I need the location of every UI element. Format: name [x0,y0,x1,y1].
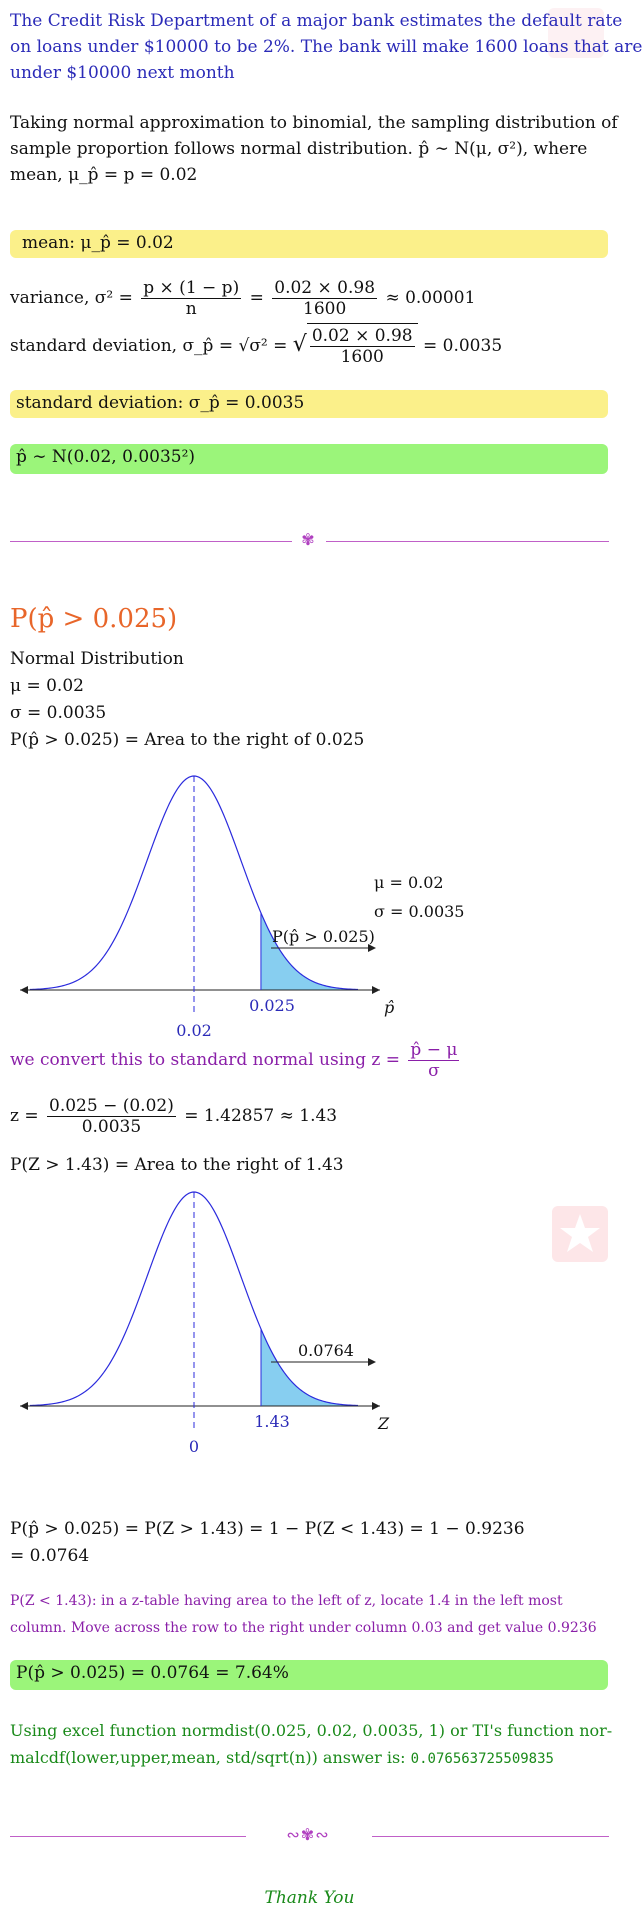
excel-value: 0.076563725509835 [410,1751,554,1767]
answer-box-text: P(p̂ > 0.025) = 0.0764 = 7.64% [16,1663,289,1683]
excel-line-2: malcdf(lower,upper,mean, std/sqrt(n)) an… [10,1745,554,1772]
sqrt-sign-icon: √ [292,332,307,357]
divider-left [10,541,292,542]
chart2-shaded-area [261,1329,358,1406]
watermark-star-icon [552,1206,608,1262]
chart2-tick-mean: 0 [189,1437,199,1456]
variance-frac1-den: n [185,299,197,319]
convert-den: σ [428,1061,440,1081]
divider-flower-icon: ✾ [301,530,315,549]
intro-line-3: under $10000 next month [10,63,235,83]
sd-box: standard deviation: σ_p̂ = 0.0035 [10,390,608,418]
zcalc-num: 0.025 − (0.02) [47,1096,176,1117]
chart2-axis-arrow-right [372,1402,380,1410]
sd-result: = 0.0035 [423,336,503,356]
chart1-tick-shade: 0.025 [249,996,295,1015]
prob-line-1: P(p̂ > 0.025) = P(Z > 1.43) = 1 − P(Z < … [10,1519,525,1539]
divider2-right [372,1836,609,1837]
z-area-line: P(Z > 1.43) = Area to the right of 1.43 [10,1155,344,1175]
standard-normal-chart: 0.0764 0 1.43 Z [20,1191,390,1456]
distribution-box-text: p̂ ∼ N(0.02, 0.0035²) [16,447,196,467]
chart1-shaded-area [260,912,358,990]
divider-ornament-icon: ∾✾∾ [286,1825,330,1844]
variance-formula: variance, σ² = p × (1 − p)n = 0.02 × 0.9… [10,278,475,319]
chart1-axis-arrow-left [20,986,28,994]
sd-lhs: standard deviation, σ_p̂ = √σ² = [10,336,288,356]
sd-frac-num: 0.02 × 0.98 [309,326,415,347]
divider-right [326,541,609,542]
normal-curve-chart: P(p̂ > 0.025) μ = 0.02 σ = 0.0035 0.02 0… [20,775,464,1040]
variance-frac1-num: p × (1 − p) [141,278,242,299]
approx-line-1: Taking normal approximation to binomial,… [10,113,618,133]
excel-line-1: Using excel function normdist(0.025, 0.0… [10,1721,613,1740]
chart1-annot-mu: μ = 0.02 [374,873,444,892]
watermark-top [548,8,604,58]
mean-box-text: mean: μ_p̂ = 0.02 [22,233,174,253]
variance-eq: = [249,288,264,308]
distribution-box: p̂ ∼ N(0.02, 0.0035²) [10,444,608,474]
given-line-3: σ = 0.0035 [10,703,107,723]
excel-line-2-text: malcdf(lower,upper,mean, std/sqrt(n)) an… [10,1748,406,1767]
thank-you: Thank You [264,1888,355,1908]
approx-line-3: mean, μ_p̂ = p = 0.02 [10,165,198,185]
section-title: P(p̂ > 0.025) [10,604,178,634]
chart2-xlabel: Z [377,1414,390,1433]
zcalc-lhs: z = [10,1106,39,1126]
intro-line-1: The Credit Risk Department of a major ba… [10,11,623,31]
zcalc-den: 0.0035 [81,1117,142,1137]
mean-box: mean: μ_p̂ = 0.02 [10,230,608,258]
variance-frac2-den: 1600 [303,299,347,319]
approx-line-2: sample proportion follows normal distrib… [10,139,588,159]
answer-box: P(p̂ > 0.025) = 0.0764 = 7.64% [10,1660,608,1690]
chart1-annot-sigma: σ = 0.0035 [374,902,464,921]
intro-line-2: on loans under $10000 to be 2%. The bank… [10,37,642,57]
given-line-4: P(p̂ > 0.025) = Area to the right of 0.0… [10,730,365,750]
variance-frac2-num: 0.02 × 0.98 [272,278,378,299]
chart1-label-arrow-head [368,944,376,952]
prob-line-2: = 0.0764 [10,1546,90,1566]
variance-lhs: variance, σ² = [10,288,133,308]
chart1-axis-arrow-right [372,986,380,994]
convert-z-lhs: z = [371,1050,400,1070]
sd-box-text: standard deviation: σ_p̂ = 0.0035 [16,393,305,413]
convert-text: we convert this to standard normal using [10,1050,366,1070]
chart2-tick-shade: 1.43 [254,1412,290,1431]
z-calculation: z = 0.025 − (0.02)0.0035 = 1.42857 ≈ 1.4… [10,1096,337,1137]
divider2-left [10,1836,246,1837]
chart2-label-arrow-head [368,1358,376,1366]
ztable-line-1: P(Z < 1.43): in a z-table having area to… [10,1593,563,1609]
chart1-annot-prob: P(p̂ > 0.025) [272,927,375,946]
convert-num: p̂ − μ [408,1040,460,1061]
chart1-tick-mean: 0.02 [176,1021,212,1040]
zcalc-result: = 1.42857 ≈ 1.43 [184,1106,338,1126]
given-line-1: Normal Distribution [10,649,184,669]
convert-line: we convert this to standard normal using… [10,1040,462,1081]
ztable-line-2: column. Move across the row to the right… [10,1620,597,1636]
given-line-2: μ = 0.02 [10,676,84,696]
chart2-axis-arrow-left [20,1402,28,1410]
sd-formula: standard deviation, σ_p̂ = √σ² = √0.02 ×… [10,323,502,367]
chart1-xlabel: p̂ [384,998,394,1017]
chart2-annot-value: 0.0764 [298,1341,354,1360]
sd-frac-den: 1600 [340,347,384,367]
variance-result: ≈ 0.00001 [385,288,476,308]
